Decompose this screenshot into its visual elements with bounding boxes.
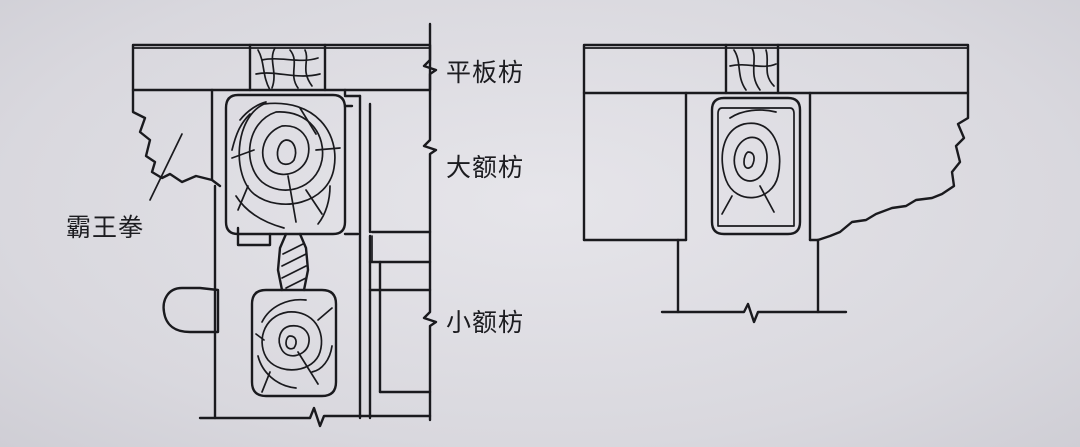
left-assembly xyxy=(131,22,438,428)
left-top-tenon-grain xyxy=(255,47,321,91)
right-left-post xyxy=(582,91,688,314)
right-right-post xyxy=(808,91,820,314)
left-dowel-shape xyxy=(162,286,220,334)
label-dae-fang: 大额枋 xyxy=(446,153,524,182)
right-base-line xyxy=(660,302,848,324)
right-ragged-end xyxy=(816,91,970,242)
left-pingbanfang-beam xyxy=(131,43,432,92)
left-tenon-stem xyxy=(276,232,310,292)
label-bawangquan: 霸王拳 xyxy=(66,213,144,242)
right-pingbanfang-beam xyxy=(582,43,970,95)
left-base-line xyxy=(198,406,432,428)
bawangquan-leader-line xyxy=(149,133,183,201)
left-large-log-section xyxy=(224,88,347,247)
left-small-log-section xyxy=(250,288,338,398)
left-dimension-line xyxy=(422,22,438,422)
right-assembly xyxy=(582,43,970,324)
label-xiaoe-fang: 小额枋 xyxy=(446,308,524,337)
left-side-beams xyxy=(343,94,432,420)
right-log-section xyxy=(710,96,802,236)
left-bawangquan-end xyxy=(131,88,222,420)
label-pingbanfang: 平板枋 xyxy=(446,58,524,87)
